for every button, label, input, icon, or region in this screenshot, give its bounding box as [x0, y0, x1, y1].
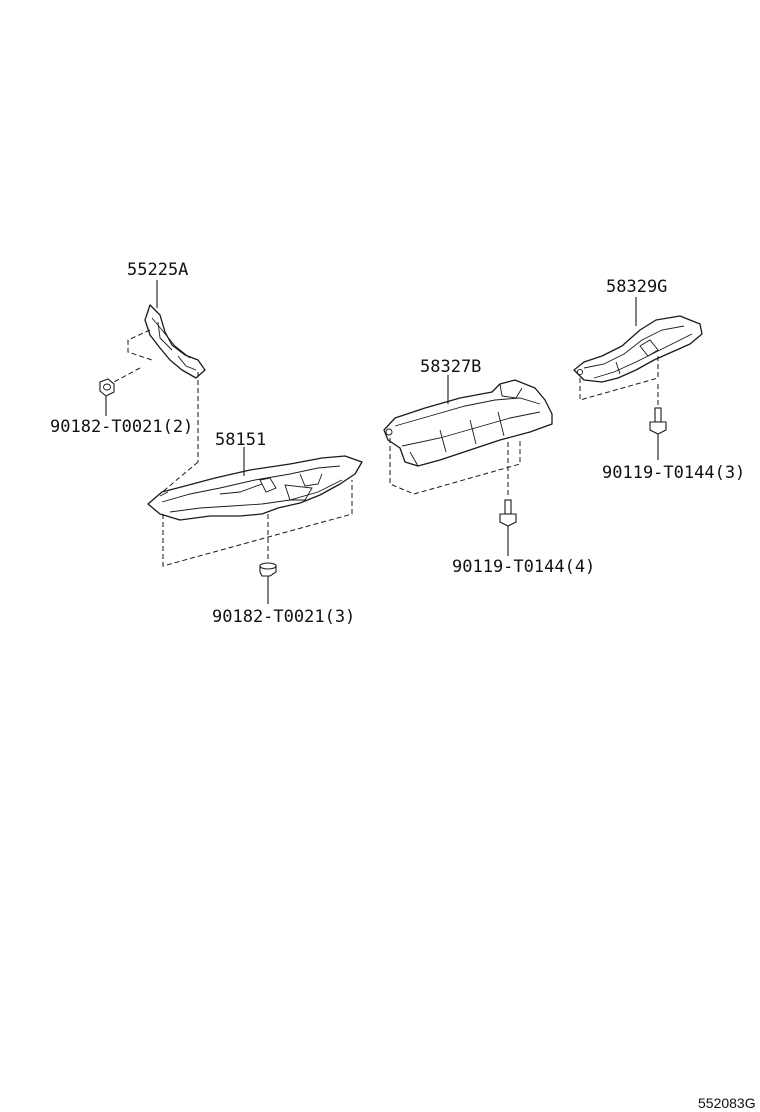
part-58329g-insulator[interactable]	[573, 315, 703, 383]
label-58151[interactable]: 58151	[215, 430, 266, 450]
nut-icon-90182-b[interactable]	[259, 562, 277, 577]
label-90119-3[interactable]: 90119-T0144(3)	[602, 463, 745, 483]
dashed-guide-58151-left	[159, 461, 199, 495]
label-58329g[interactable]: 58329G	[606, 277, 667, 297]
part-58151-insulator[interactable]	[147, 455, 363, 521]
nut-icon-90182-a[interactable]	[99, 378, 115, 397]
bolt-icon-90119-a[interactable]	[499, 499, 517, 527]
part-58327b-insulator[interactable]	[383, 379, 553, 467]
figure-code: 552083G	[698, 1095, 756, 1111]
label-58327b[interactable]: 58327B	[420, 357, 481, 377]
part-55225a-cover[interactable]	[144, 304, 206, 379]
label-90119-4[interactable]: 90119-T0144(4)	[452, 557, 595, 577]
dashed-guide-58327b-box	[389, 438, 521, 495]
label-55225a[interactable]: 55225A	[127, 260, 188, 280]
dashed-guide-55225a-box	[127, 329, 153, 361]
label-90182-2[interactable]: 90182-T0021(2)	[50, 417, 193, 437]
label-90182-3[interactable]: 90182-T0021(3)	[212, 607, 355, 627]
dashed-guide-58151-box	[162, 480, 353, 567]
bolt-icon-90119-b[interactable]	[649, 407, 667, 435]
dashed-guide-nut-55225a	[111, 367, 141, 384]
dashed-guide-58329g-box	[579, 354, 659, 401]
